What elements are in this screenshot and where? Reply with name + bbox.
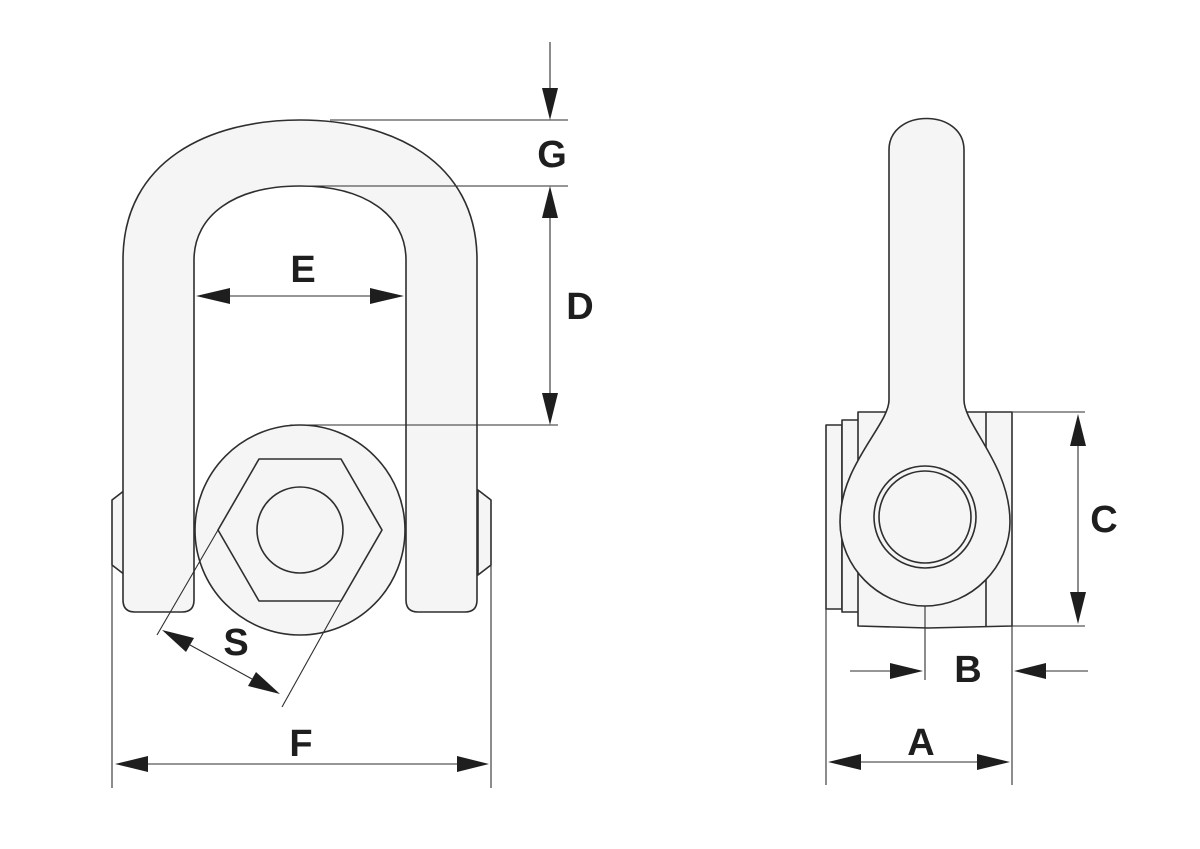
dimension-F: F <box>111 565 492 788</box>
side-pin-inner <box>878 470 972 564</box>
side-pin-outer <box>873 465 977 569</box>
side-view <box>825 117 1013 680</box>
right-bushing <box>477 489 492 576</box>
arrowhead-a-left <box>828 754 861 770</box>
arrowhead-a-right <box>977 754 1010 770</box>
label-c: C <box>1090 499 1117 541</box>
arrowhead-e-right <box>370 288 404 304</box>
arrowhead-g <box>542 88 558 120</box>
dimension-B: B <box>850 626 1088 691</box>
dimension-E: E <box>196 249 404 304</box>
dimension-C: C <box>986 411 1118 627</box>
arrowhead-c-bottom <box>1070 592 1086 624</box>
dimension-G: G <box>330 42 568 176</box>
arrowhead-c-top <box>1070 414 1086 446</box>
label-e: E <box>290 249 315 291</box>
front-view <box>111 119 492 636</box>
arrowhead-s-lower <box>248 672 280 694</box>
label-f: F <box>289 723 312 765</box>
label-a: A <box>907 722 934 764</box>
dimension-S: S <box>156 529 342 708</box>
arrowhead-b-right <box>1014 663 1046 679</box>
label-g: G <box>537 134 567 176</box>
label-b: B <box>954 649 981 691</box>
side-eye-link <box>839 117 1011 607</box>
dimension-D: D <box>290 185 594 426</box>
arrowhead-f-left <box>115 756 148 772</box>
label-s: S <box>223 622 248 664</box>
bolt-circle <box>256 486 344 574</box>
dimension-A: A <box>825 609 1013 785</box>
label-d: D <box>566 286 593 328</box>
arrowhead-e-left <box>196 288 230 304</box>
arrowhead-f-right <box>457 756 489 772</box>
arrowhead-d-bottom <box>542 393 558 425</box>
arrowhead-b-left <box>890 663 923 679</box>
front-bail <box>122 119 478 613</box>
arrowhead-s-upper <box>162 630 194 652</box>
arrowhead-d-top <box>542 186 558 218</box>
